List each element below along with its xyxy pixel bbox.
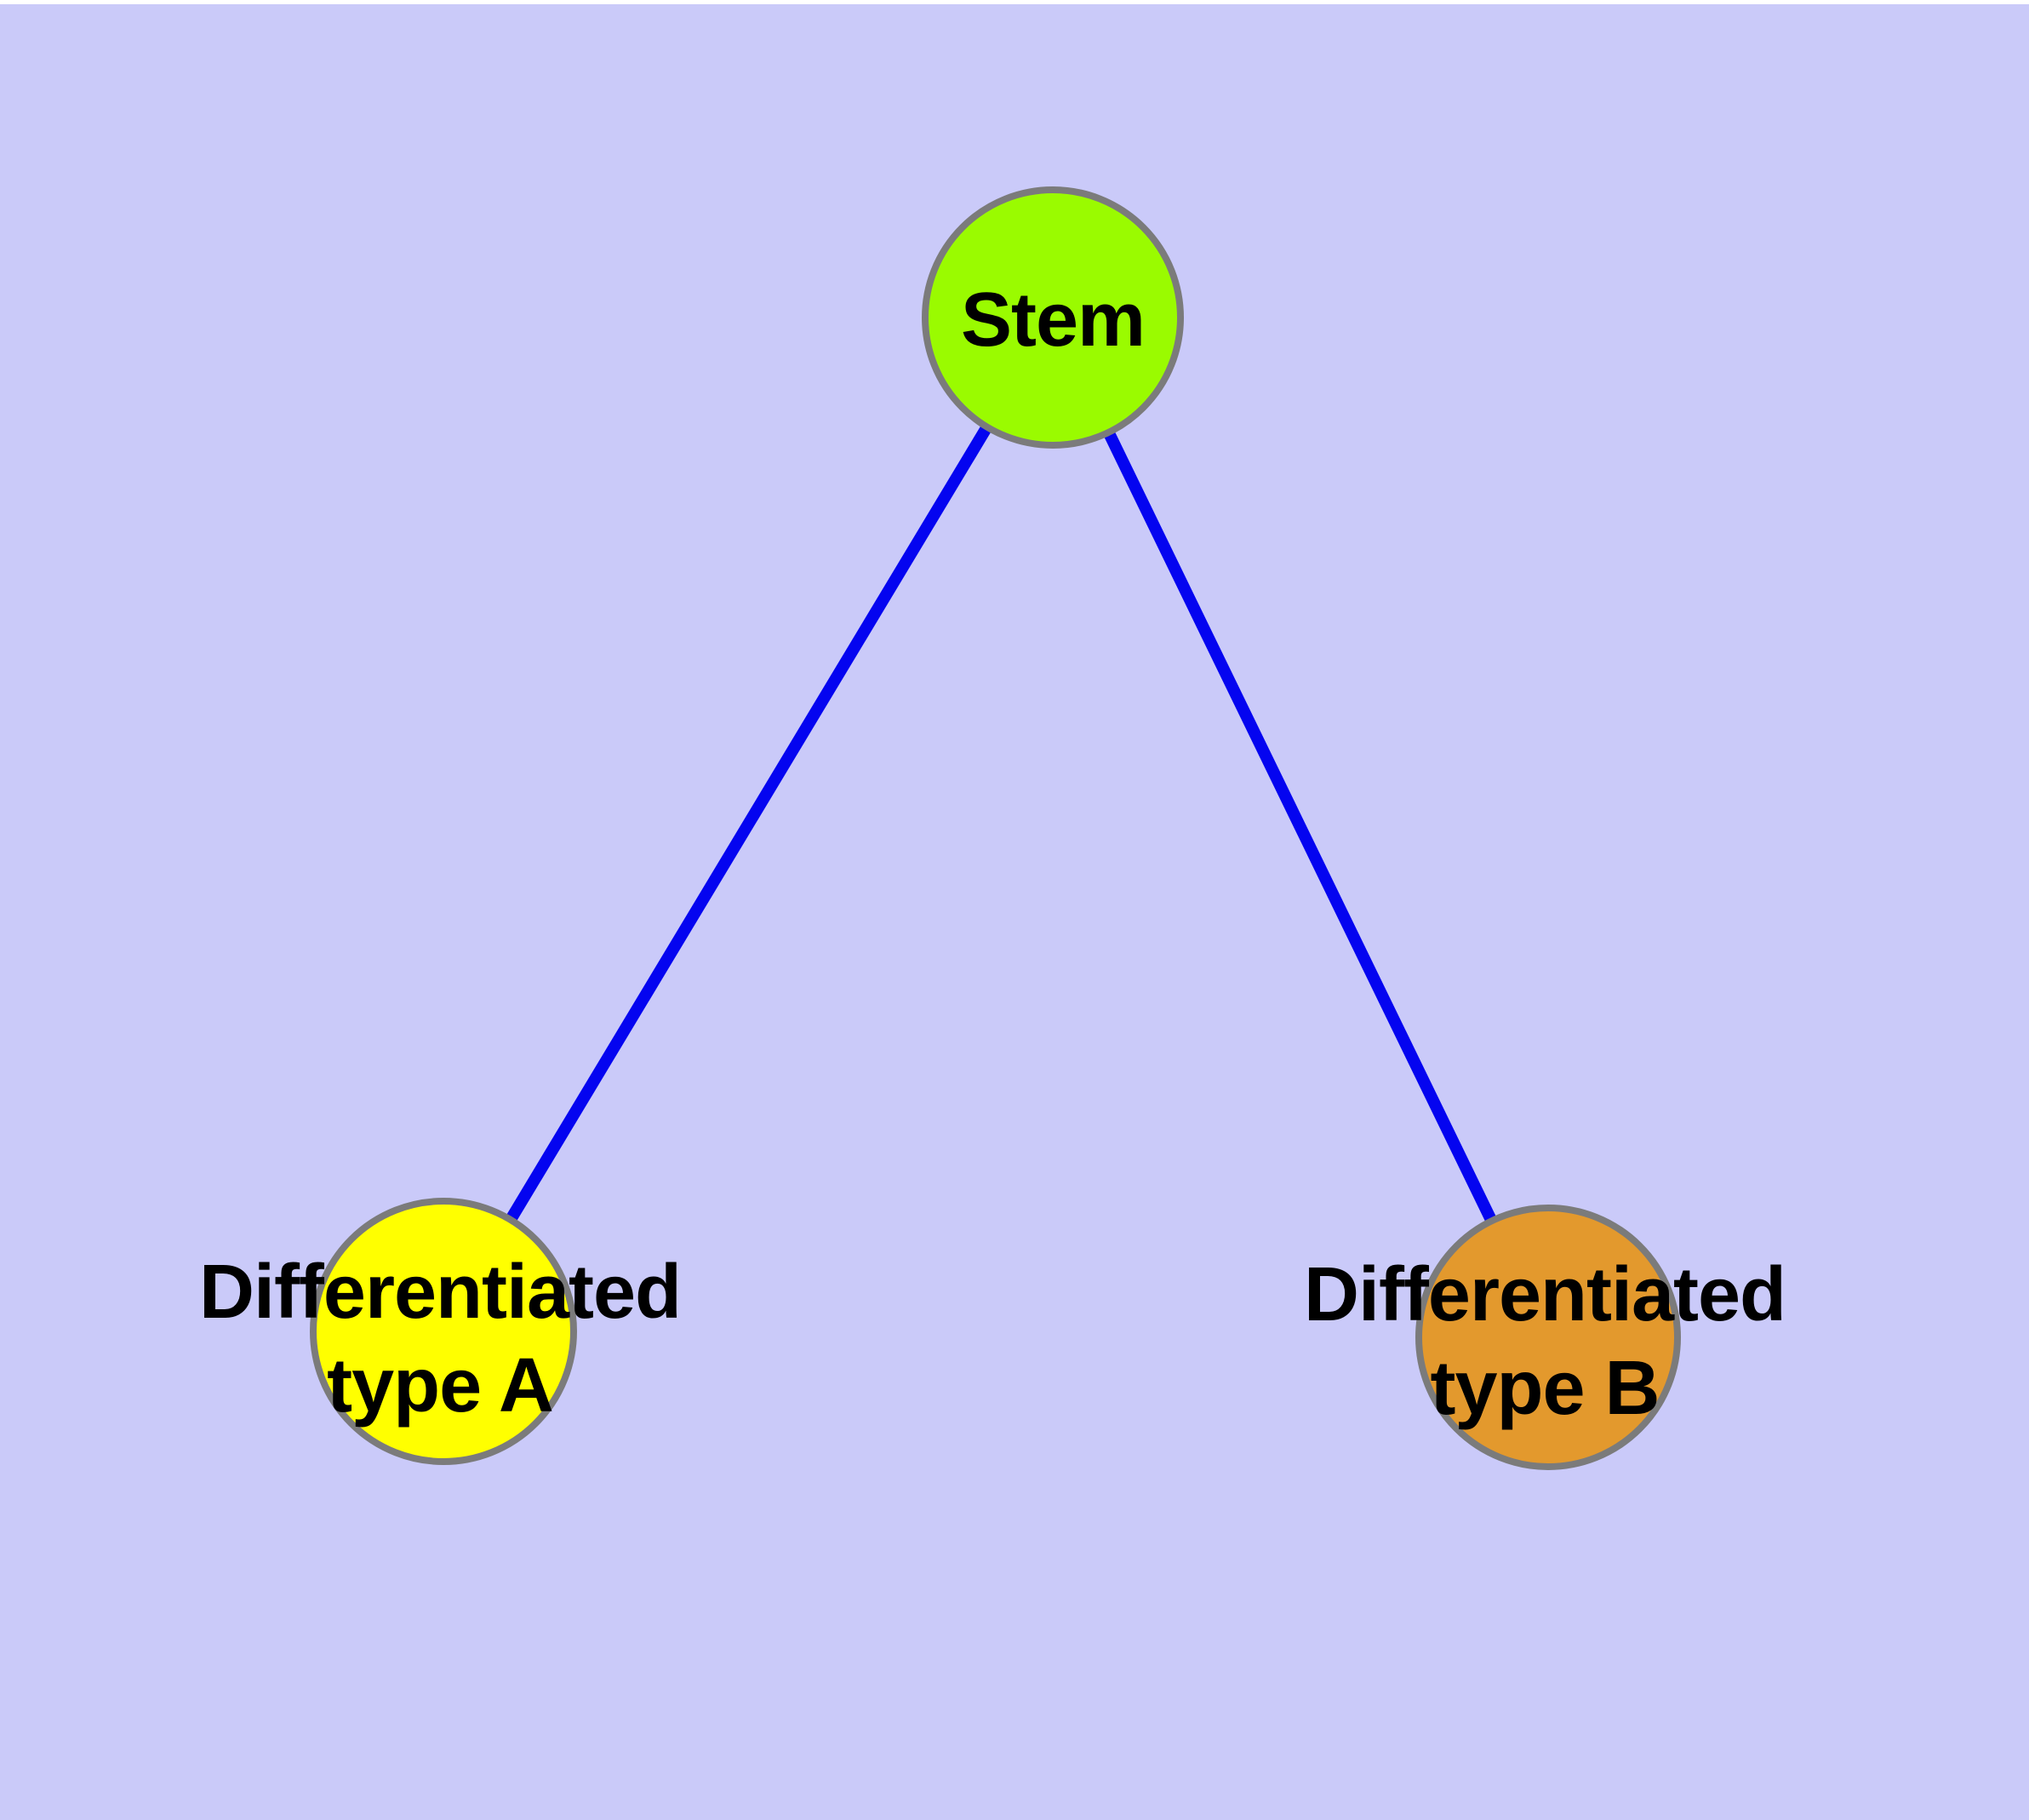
node-group bbox=[310, 186, 1681, 1470]
node-type-b-label-line1: Differentiated bbox=[1304, 1252, 1786, 1337]
node-type-a-label-line1: Differentiated bbox=[199, 1250, 681, 1335]
edge-stem-to-typeA bbox=[438, 314, 1058, 1335]
node-type-a-label-line2: type A bbox=[327, 1343, 553, 1428]
node-stem-label: Stem bbox=[961, 278, 1145, 363]
node-stem bbox=[922, 186, 1184, 449]
node-differentiated-type-b bbox=[1415, 1205, 1681, 1470]
node-differentiated-type-a bbox=[310, 1198, 577, 1465]
node-type-b-label-line2: type B bbox=[1430, 1346, 1659, 1431]
edge-stem-to-typeB bbox=[1047, 314, 1554, 1341]
label-group: Stem Differentiated type A Differentiate… bbox=[199, 278, 1786, 1431]
edge-group bbox=[438, 314, 1554, 1341]
